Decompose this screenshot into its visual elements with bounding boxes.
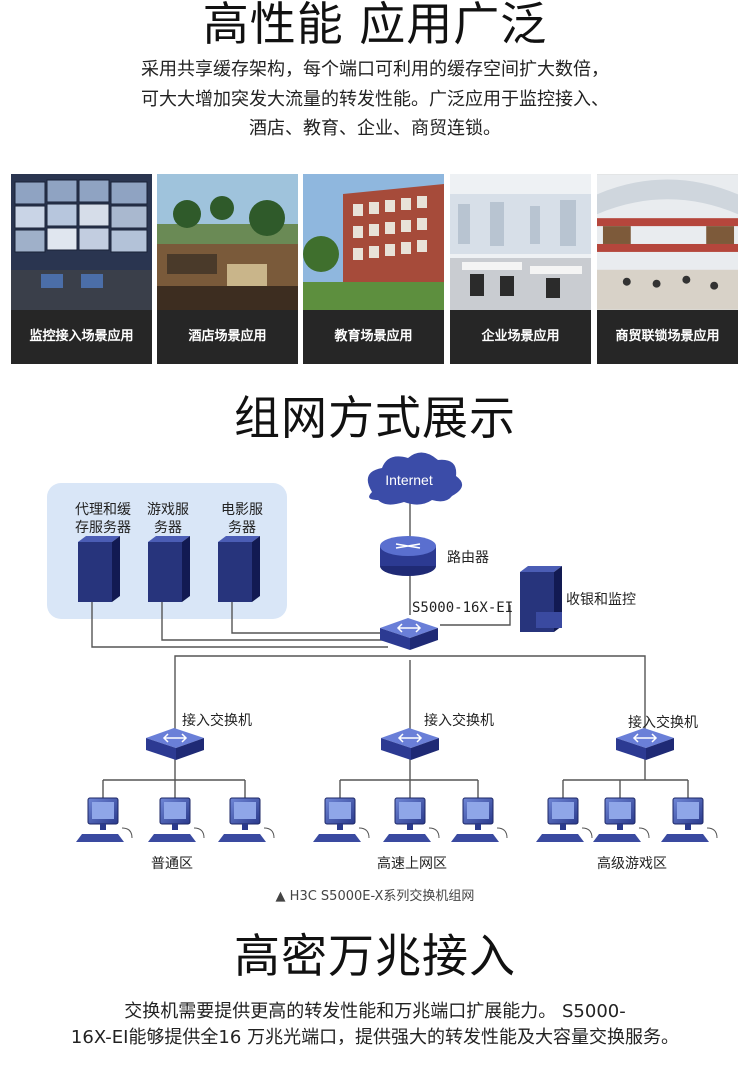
core-switch-label: S5000-16X-EI <box>412 600 513 616</box>
access-switch-icon <box>380 727 440 761</box>
game-server-icon <box>148 536 190 602</box>
internet-cloud-icon <box>367 452 463 505</box>
scene-card-education: 教育场景应用 <box>303 174 444 364</box>
server-label-3-line2: 务器 <box>228 520 256 536</box>
pc-icon <box>312 797 370 843</box>
server-label-2-line1: 游戏服 <box>147 502 189 518</box>
office-photo <box>450 174 591 310</box>
pc-icon <box>382 797 440 843</box>
access-switch-label-2: 接入交换机 <box>424 712 494 729</box>
performance-description-line-1: 采用共享缓存架构，每个端口可利用的缓存空间扩大数倍， <box>141 59 609 80</box>
section-title-performance: 高性能 应用广泛 <box>202 0 548 51</box>
campus-building-photo <box>303 174 444 310</box>
scene-label: 商贸联锁场景应用 <box>597 310 738 364</box>
pc-icon <box>450 797 508 843</box>
access-switch-icon <box>145 727 205 761</box>
surveillance-room-photo <box>11 174 152 310</box>
cash-monitor-label: 收银和监控 <box>566 592 636 608</box>
scene-card-enterprise: 企业场景应用 <box>450 174 591 364</box>
core-switch-icon <box>379 617 439 651</box>
router-label: 路由器 <box>447 550 489 566</box>
density-description-line-1: 交换机需要提供更高的转发性能和万兆端口扩展能力。 S5000- <box>124 1001 626 1022</box>
hotel-resort-photo <box>157 174 298 310</box>
scene-label: 监控接入场景应用 <box>11 310 152 364</box>
scene-card-commerce: 商贸联锁场景应用 <box>597 174 738 364</box>
scene-gallery: 监控接入场景应用 酒店场景应用 教育场景应用 <box>11 174 739 364</box>
scene-label: 教育场景应用 <box>303 310 444 364</box>
scene-card-surveillance: 监控接入场景应用 <box>11 174 152 364</box>
access-switch-icon <box>615 727 675 761</box>
pc-icon <box>217 797 275 843</box>
server-label-1-line1: 代理和缓 <box>75 502 131 518</box>
performance-description-line-2: 可大大增加突发大流量的转发性能。广泛应用于监控接入、 <box>141 89 609 110</box>
cash-monitor-server-icon <box>520 566 562 632</box>
diagram-caption: ▲ H3C S5000E-X系列交换机组网 <box>275 889 475 904</box>
zone-label-highspeed: 高速上网区 <box>377 855 447 872</box>
proxy-cache-server-icon <box>78 536 120 602</box>
section-title-network: 组网方式展示 <box>234 391 516 445</box>
section-title-density: 高密万兆接入 <box>234 929 516 983</box>
density-description-line-2: 16X-EI能够提供全16 万兆光端口，提供强大的转发性能及大容量交换服务。 <box>70 1027 680 1048</box>
scene-label: 企业场景应用 <box>450 310 591 364</box>
pc-icon <box>535 797 593 843</box>
pc-icon <box>75 797 133 843</box>
network-topology-diagram: Internet 路由器 S5000-16X-EI 收银和监控 代理和缓 存服务… <box>47 452 718 872</box>
server-label-2-line2: 务器 <box>154 520 182 536</box>
server-label-3-line1: 电影服 <box>221 502 263 518</box>
performance-description-line-3: 酒店、教育、企业、商贸连锁。 <box>249 118 501 139</box>
internet-label: Internet <box>385 472 433 488</box>
access-switch-label-3: 接入交换机 <box>628 714 698 731</box>
scene-card-hotel: 酒店场景应用 <box>157 174 298 364</box>
access-switch-label-1: 接入交换机 <box>182 712 252 729</box>
server-label-1-line2: 存服务器 <box>75 520 131 536</box>
pc-icon <box>147 797 205 843</box>
router-icon <box>380 536 436 576</box>
shopping-mall-photo <box>597 174 738 310</box>
movie-server-icon <box>218 536 260 602</box>
scene-label: 酒店场景应用 <box>157 310 298 364</box>
pc-icon <box>660 797 718 843</box>
zone-label-normal: 普通区 <box>151 856 193 872</box>
zone-label-gaming: 高级游戏区 <box>597 855 667 872</box>
pc-icon <box>592 797 650 843</box>
